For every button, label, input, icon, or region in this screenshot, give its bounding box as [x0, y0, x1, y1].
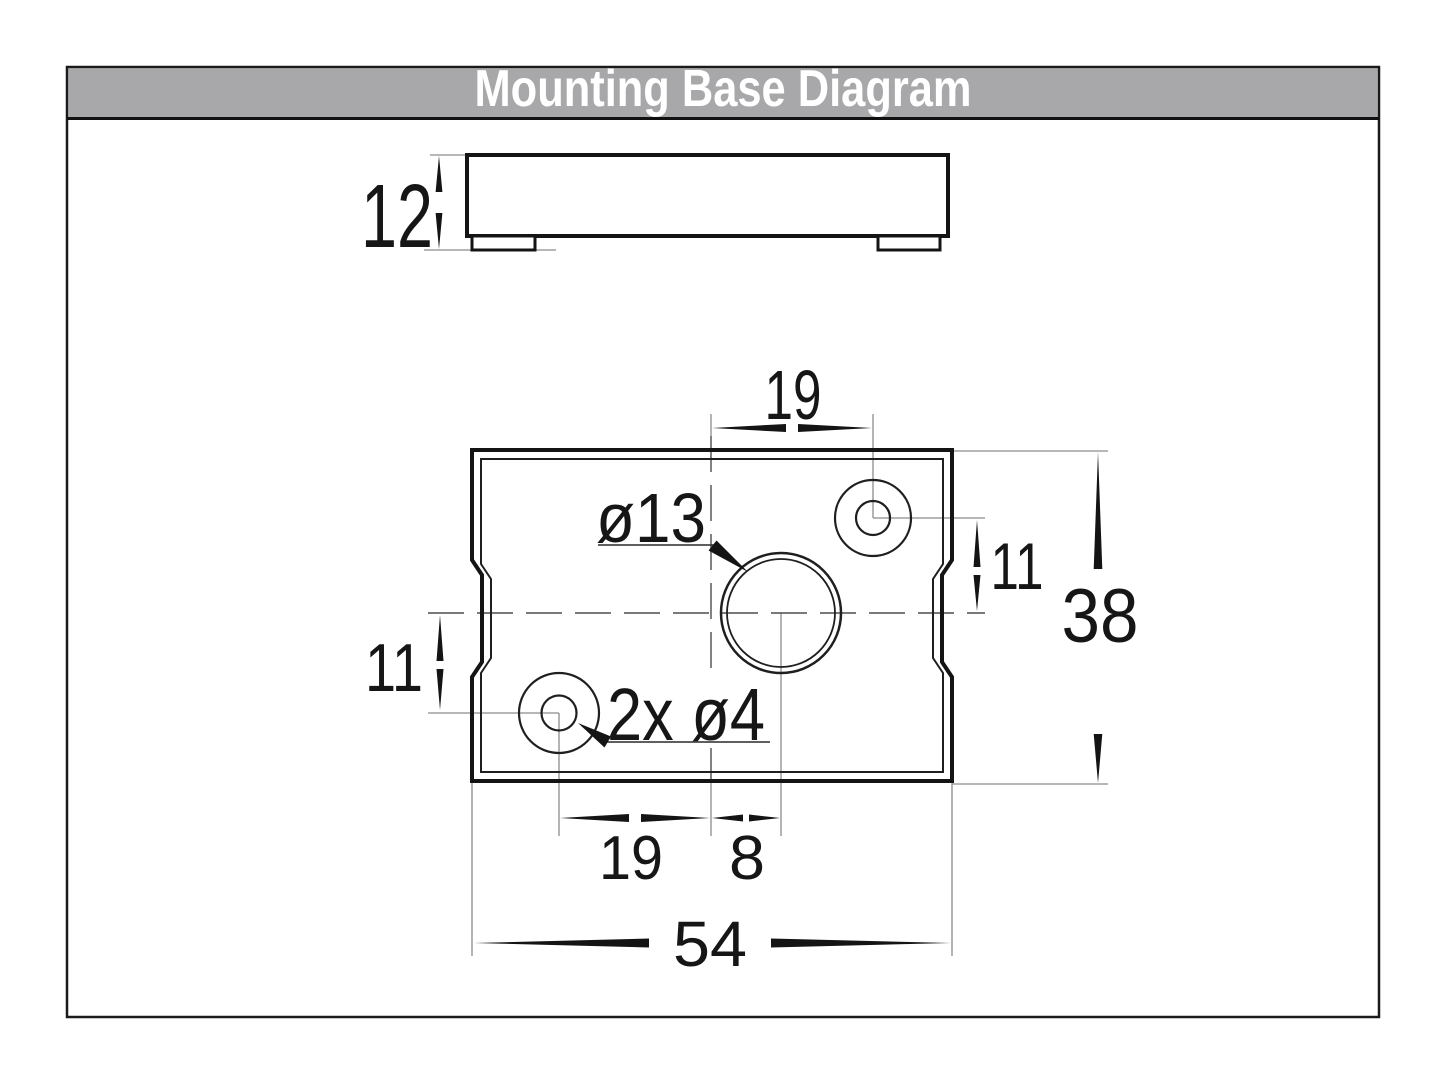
leader-arrow [578, 723, 611, 748]
base-foot-left [470, 234, 537, 252]
center-hole-inner [726, 558, 836, 668]
center-hole-outer [719, 551, 843, 675]
title-bar [68, 68, 1378, 118]
dim-arrow-down [973, 575, 981, 611]
plan-view: ø13 2x ø4 19 11 38 11 19 [365, 356, 1139, 980]
side-view: 12 [361, 153, 950, 267]
dim-arrow-left [474, 938, 649, 948]
base-foot-right [876, 234, 942, 252]
dim-arrow-right [749, 814, 780, 822]
dim-label-overall-width: 54 [673, 908, 747, 980]
dim-arrow-left [560, 814, 629, 822]
leader-arrow [708, 540, 748, 572]
mounting-hole-bottom-left [540, 694, 578, 732]
base-plate-outline [470, 448, 954, 783]
dim-label-left-offset: 11 [365, 630, 423, 706]
dim-arrow-up [435, 156, 443, 192]
dim-arrow-right [771, 938, 951, 948]
dim-arrow-down [1093, 734, 1103, 783]
base-body-profile [465, 153, 950, 238]
dim-label-mounting-holes: 2x ø4 [607, 673, 765, 756]
dim-arrow-up [1093, 452, 1103, 569]
dim-arrow-up [436, 615, 444, 661]
dim-label-center-hole: ø13 [596, 479, 706, 557]
dim-label-right-offset: 11 [991, 529, 1044, 603]
mounting-hole-top-right [854, 499, 892, 537]
dim-arrow-down [436, 669, 444, 710]
dim-arrow-right [798, 424, 872, 432]
dim-arrow-left [712, 814, 743, 822]
mounting-hole-top-right-counterbore [833, 478, 913, 558]
dim-label-center-offset: 8 [729, 824, 765, 893]
dim-arrow-left [712, 424, 786, 432]
dim-label-overall-depth: 38 [1062, 574, 1139, 659]
dim-arrow-up [973, 520, 981, 567]
dim-label-bottom-pitch: 19 [599, 824, 663, 893]
page-title: Mounting Base Diagram [475, 60, 972, 118]
mounting-hole-bottom-left-counterbore [517, 671, 601, 755]
dim-arrow-right [641, 814, 710, 822]
dim-label-side-height: 12 [361, 167, 433, 267]
base-plate-inner-edge [480, 458, 944, 773]
dim-arrow-down [435, 213, 443, 249]
dim-label-top-pitch: 19 [765, 356, 822, 434]
